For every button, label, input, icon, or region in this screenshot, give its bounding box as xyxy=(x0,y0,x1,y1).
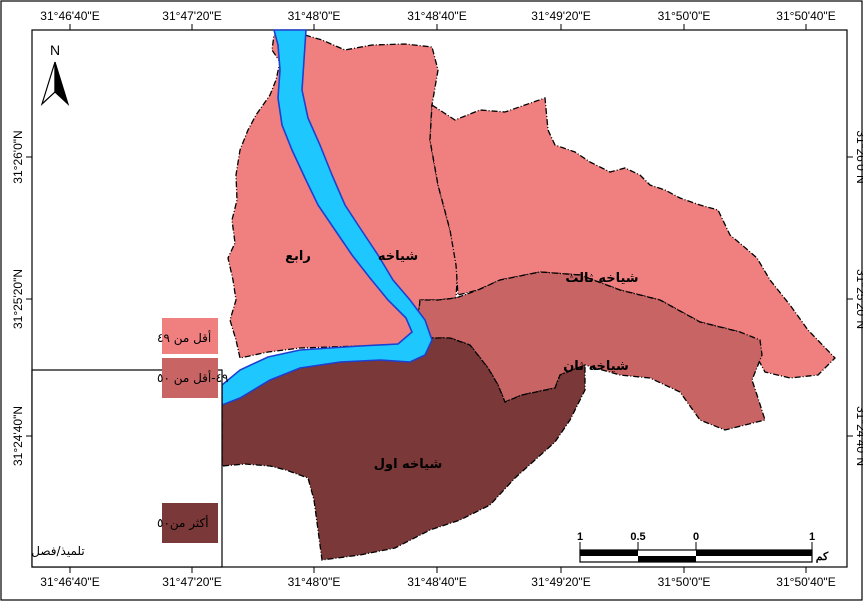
district-second[interactable] xyxy=(417,271,766,431)
legend-label-mid: ٤٩-أقل من ٥٠ xyxy=(157,370,228,386)
district-label-third: شياخه ثالث xyxy=(565,271,638,286)
river-nile xyxy=(221,29,433,407)
bottom-coord-2: 31°47'20"E xyxy=(162,575,221,589)
top-coord-3: 31°48'0"E xyxy=(288,9,341,23)
right-coord-2: 31°25'20"N xyxy=(854,269,863,329)
top-coord-1: 31°46'40"E xyxy=(40,9,99,23)
top-coord-4: 31°48'40"E xyxy=(407,9,466,23)
bottom-coord-6: 31°50'0"E xyxy=(658,575,711,589)
bottom-coord-4: 31°48'40"E xyxy=(407,575,466,589)
district-label-fourth-a: رابع xyxy=(285,249,311,264)
legend-swatch-high xyxy=(162,503,218,543)
bottom-coord-5: 31°49'20"E xyxy=(531,575,590,589)
bottom-coord-7: 31°50'40"E xyxy=(776,575,835,589)
top-coord-6: 31°50'0"E xyxy=(658,9,711,23)
scale-tick-3: 0 xyxy=(693,531,699,543)
scale-tick-4: 1 xyxy=(809,531,815,543)
top-coord-7: 31°50'40"E xyxy=(776,9,835,23)
right-coord-1: 31°26'0"N xyxy=(854,130,863,183)
side-ticks xyxy=(26,156,853,437)
legend-unit: تلميذ/فصل xyxy=(31,544,84,558)
bottom-coord-3: 31°48'0"E xyxy=(288,575,341,589)
north-arrow-icon xyxy=(40,61,70,106)
district-third[interactable] xyxy=(429,97,836,379)
bottom-coord-1: 31°46'40"E xyxy=(40,575,99,589)
scale-tick-2: 0.5 xyxy=(630,531,645,543)
legend-swatch-mid xyxy=(162,358,218,398)
district-label-second: شياخه ثان xyxy=(563,359,629,374)
legend-label-low: أقل من ٤٩ xyxy=(157,330,211,346)
bottom-ticks xyxy=(69,567,807,573)
scale-tick-1: 1 xyxy=(577,531,583,543)
district-label-fourth-b: شياخه xyxy=(378,249,418,264)
left-coord-1: 31°26'0"N xyxy=(11,130,25,183)
legend-swatch-low xyxy=(162,318,218,354)
top-coord-5: 31°49'20"E xyxy=(531,9,590,23)
left-coord-2: 31°25'20"N xyxy=(11,269,25,329)
top-ticks xyxy=(69,24,807,30)
scale-bar xyxy=(579,542,813,563)
right-coord-3: 31°24'40"N xyxy=(854,406,863,466)
legend-label-high: أكثر من٥٠ xyxy=(157,515,209,531)
left-coord-3: 31°24'40"N xyxy=(11,406,25,466)
scale-unit: كم xyxy=(816,551,829,563)
top-coord-2: 31°47'20"E xyxy=(162,9,221,23)
north-label: N xyxy=(50,42,60,58)
district-label-first: شياخه اول xyxy=(374,457,443,472)
